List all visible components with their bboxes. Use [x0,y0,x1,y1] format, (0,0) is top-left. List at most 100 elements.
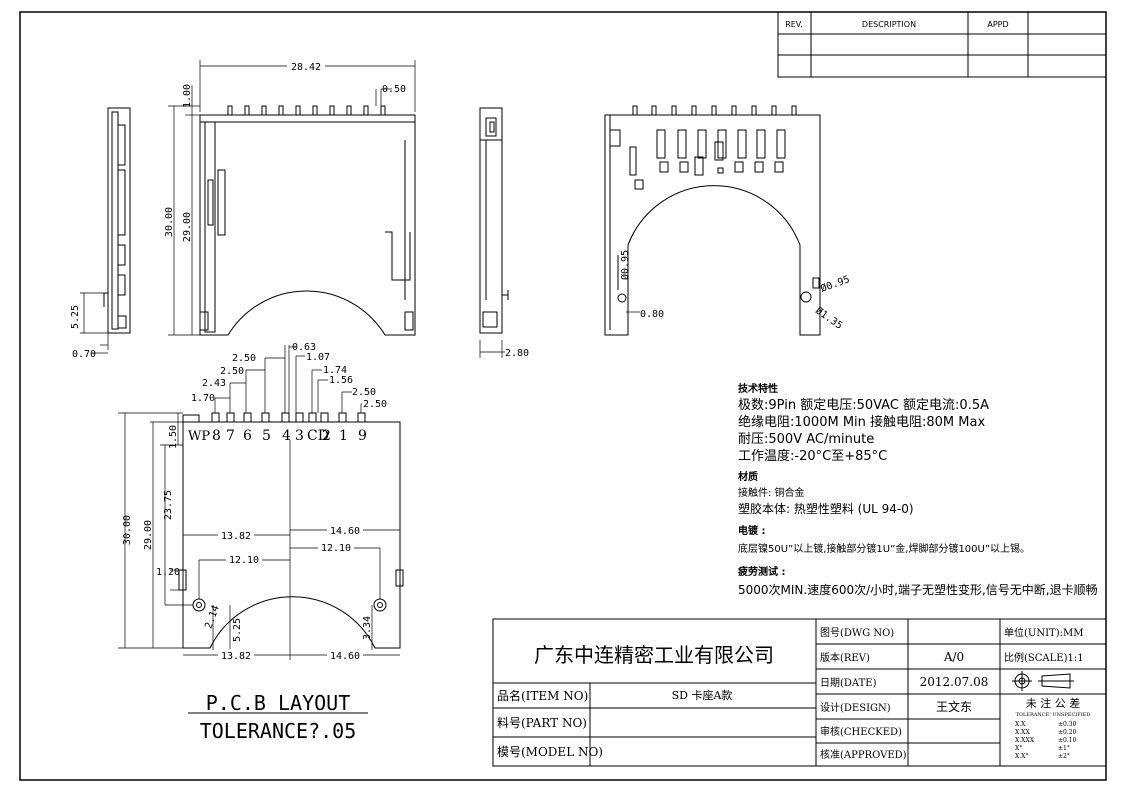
dim-5-25-pcb: 5.25 [232,618,243,642]
top-view [199,114,416,336]
date-label: 日期(DATE) [820,677,877,689]
dim-phi-0-95-left: Ø0.95 [619,250,631,280]
tol-row-5-key: X.X° [1015,753,1028,760]
dim-13-82-bottom: 13.82 [221,651,251,662]
tol-row-1-key: X.X [1015,721,1026,728]
tolerance-subtitle: TOLERANCE’ UNSPECIFIED [1016,712,1091,718]
tolerance-caption: TOLERANCE?.05 [200,719,357,743]
dim-1-50: 1.50 [168,425,179,449]
design-value: 王文东 [936,699,972,714]
right-side-view [479,107,509,334]
dim-23-75: 23.75 [163,490,174,520]
dim-12-10-right: 12.10 [321,543,351,554]
dim-phi-0-95-right: Ø0.95 [819,273,851,295]
pin-label-7: 7 [226,428,235,444]
test-heading: 疲劳测试 : [738,565,785,578]
dim-2-43: 2.43 [202,378,226,389]
item-no-label: 品名(ITEM NO) [497,688,588,703]
material-line-1: 接触件: 铜合金 [738,486,805,499]
dim-1-20: 1.20 [156,567,180,578]
pin-label-3: 3 [295,428,304,444]
rev-header: REV. [785,20,803,29]
pcb-layout-title: P.C.B LAYOUT [206,691,351,715]
dim-29-00-top: 29.00 [182,212,193,242]
rev-label: 版本(REV) [820,651,870,664]
dim-1-56: 1.56 [329,375,353,386]
pcb-h-dim-labels: 13.82 14.60 12.10 12.10 13.82 14.60 2.14… [203,524,373,662]
pin-label-9: 9 [358,428,367,444]
checked-label: 审核(CHECKED) [820,725,902,738]
dim-2-50-d: 2.50 [220,366,244,377]
dim-30-00-top: 30.00 [164,207,175,237]
rev-value: A/0 [943,650,964,664]
back-view-pins [632,105,797,116]
tolerance-title: 未 注 公 差 [1026,696,1081,710]
dim-2-50-b: 2.50 [363,399,387,410]
dim-12-10-left: 12.10 [229,555,259,566]
plating-line: 底层镍50U”以上镀,接触部分镀1U”金,焊脚部分镀100U”以上锡。 [738,542,1030,555]
tol-row-2-val: ±0.20 [1058,729,1077,736]
dim-2-80: 2.80 [505,348,529,359]
pin-label-8: 8 [212,428,221,444]
model-no-label: 模号(MODEL NO) [497,745,603,759]
spec-line-3: 耐压:500V AC/minute [738,432,874,447]
dim-14-60-bottom: 14.60 [330,651,360,662]
scale-label: 比例(SCALE)1:1 [1004,651,1084,664]
left-view-dims: 5.25 0.70 [70,292,109,360]
pin-label-5: 5 [262,428,271,444]
material-line-2: 塑胶本体: 热塑性塑料 (UL 94-0) [738,501,914,516]
right-view-dims: 2.80 [479,340,529,359]
dim-1-70: 1.70 [191,393,215,404]
projection-symbol-icon [1012,671,1074,691]
pcb-side-dims [118,412,193,649]
description-header: DESCRIPTION [862,20,916,29]
title-block-text: 广东中连精密工业有限公司 品名(ITEM NO) SD 卡座A款 料号(PART… [497,626,1090,761]
company-name: 广东中连精密工业有限公司 [534,643,774,667]
pcb-top-dims [214,345,362,413]
dim-0-63: 0.63 [292,342,316,353]
back-view-dims: Ø0.95 0.80 Ø0.95 Ø1.35 [619,250,851,332]
specs-heading: 技术特性 [738,382,778,395]
pin-label-1: 1 [339,428,348,444]
appd-header: APPD [987,20,1008,29]
pin-label-cd: CD [307,428,329,444]
tol-row-2-key: X.XX [1015,729,1030,736]
dim-1-07: 1.07 [306,352,330,363]
pin-label-wp: WP [188,429,210,444]
tol-row-3-key: X.XXX [1015,737,1035,744]
pin-label-4: 4 [282,428,291,444]
dim-29-00-pcb: 29.00 [143,520,154,550]
pcb-pads [211,412,366,423]
dim-phi-1-35: Ø1.35 [813,305,845,332]
dim-2-50-a: 2.50 [352,387,376,398]
dim-30-00-pcb: 30.00 [122,515,133,545]
pin-label-6: 6 [243,428,252,444]
dim-0-50: 0.50 [382,84,406,95]
plating-heading: 电镀 : [738,524,765,537]
back-view [604,114,821,336]
tol-row-4-val: ±1° [1058,745,1070,752]
tol-row-3-val: ±0.10 [1058,737,1077,744]
dim-13-82-top: 13.82 [221,531,251,542]
approved-label: 核准(APPROVED) [820,748,907,761]
design-label: 设计(DESIGN) [820,701,891,714]
left-side-view [103,107,131,334]
dwg-no-label: 图号(DWG NO) [820,627,894,639]
dim-3-34: 3.34 [362,616,373,640]
dim-2-50-c: 2.50 [232,353,256,364]
pin-label-2: 2 [322,428,331,444]
dim-0-80: 0.80 [640,309,664,320]
tol-row-1-val: ±0.30 [1058,721,1077,728]
dim-1-74: 1.74 [323,365,347,376]
dim-1-00: 1.00 [182,84,193,108]
dim-28-42: 28.42 [291,62,321,73]
dim-2-14: 2.14 [203,604,222,630]
material-heading: 材质 [738,470,758,483]
item-no-value: SD 卡座A款 [672,688,733,702]
sheet-border [19,11,1107,781]
specs-block: 技术特性 极数:9Pin 额定电压:50VAC 额定电流:0.5A 绝缘电阻:1… [738,382,1098,597]
tol-row-4-key: X° [1015,745,1022,752]
spec-line-2: 绝缘电阻:1000M Min 接触电阻:80M Max [738,414,985,430]
pcb-top-dim-labels: 0.63 1.07 1.74 1.56 2.50 2.50 2.50 2.50 … [191,342,387,410]
